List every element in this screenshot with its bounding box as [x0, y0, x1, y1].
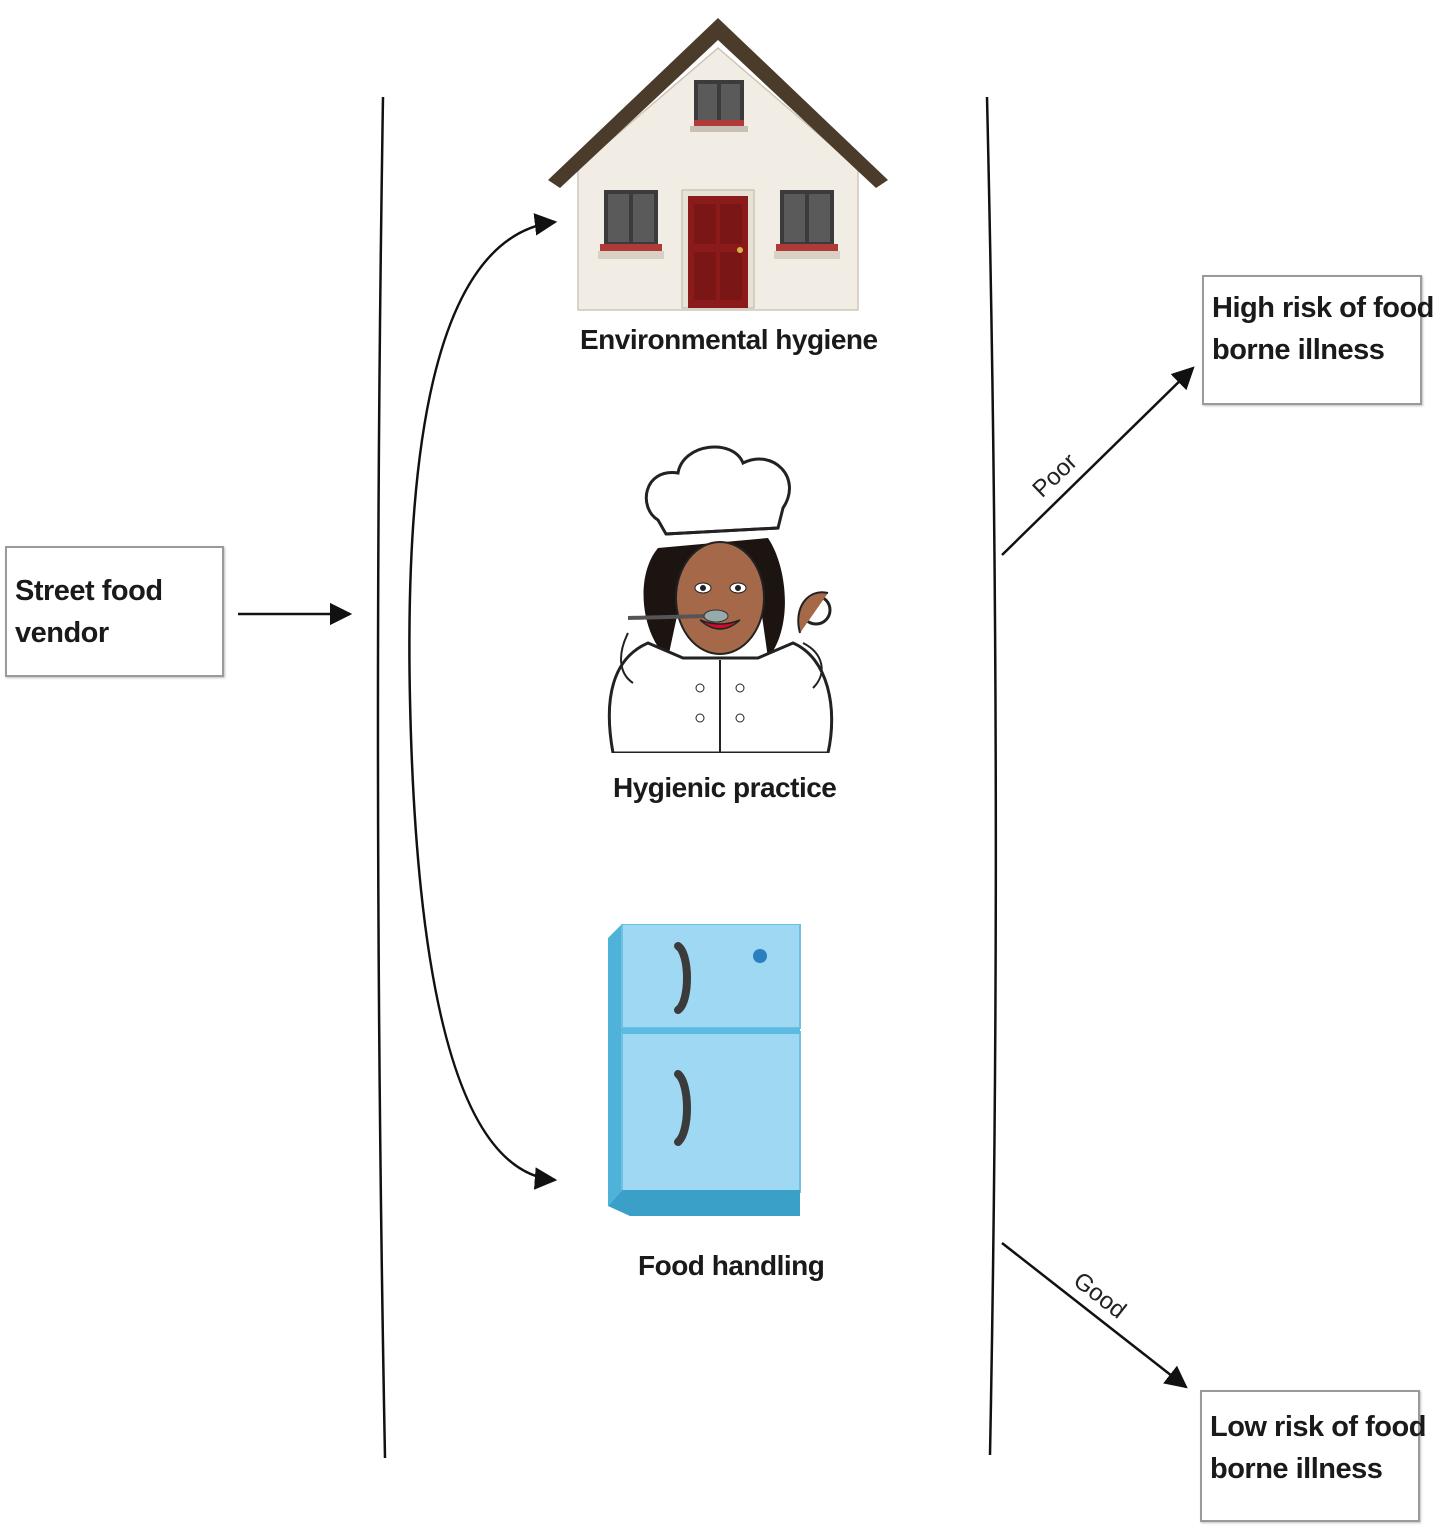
- refrigerator-icon: [608, 924, 801, 1216]
- low-risk-box: Low risk of food borne illness: [1200, 1390, 1426, 1522]
- good-arrow: [1001, 1242, 1188, 1389]
- vendor-line-1: Street food: [15, 575, 163, 607]
- environmental-hygiene-caption: Environmental hygiene: [580, 324, 878, 355]
- food-handling-caption: Food handling: [638, 1250, 825, 1281]
- house-icon: [548, 18, 888, 311]
- vendor-line-2: vendor: [15, 617, 109, 649]
- factor-link-arrow: [408, 213, 558, 1190]
- chef-icon: [607, 445, 834, 753]
- left-bracket: [376, 96, 387, 1459]
- high-risk-line-2: borne illness: [1212, 334, 1385, 366]
- high-risk-box: High risk of food borne illness: [1202, 275, 1434, 405]
- right-bracket: [985, 96, 998, 1456]
- high-risk-line-1: High risk of food: [1212, 292, 1434, 324]
- low-risk-line-1: Low risk of food: [1210, 1411, 1426, 1443]
- poor-arrow: [1001, 366, 1195, 556]
- street-food-vendor-box: Street food vendor: [5, 546, 224, 677]
- low-risk-line-2: borne illness: [1210, 1453, 1383, 1485]
- hygienic-practice-caption: Hygienic practice: [613, 772, 837, 803]
